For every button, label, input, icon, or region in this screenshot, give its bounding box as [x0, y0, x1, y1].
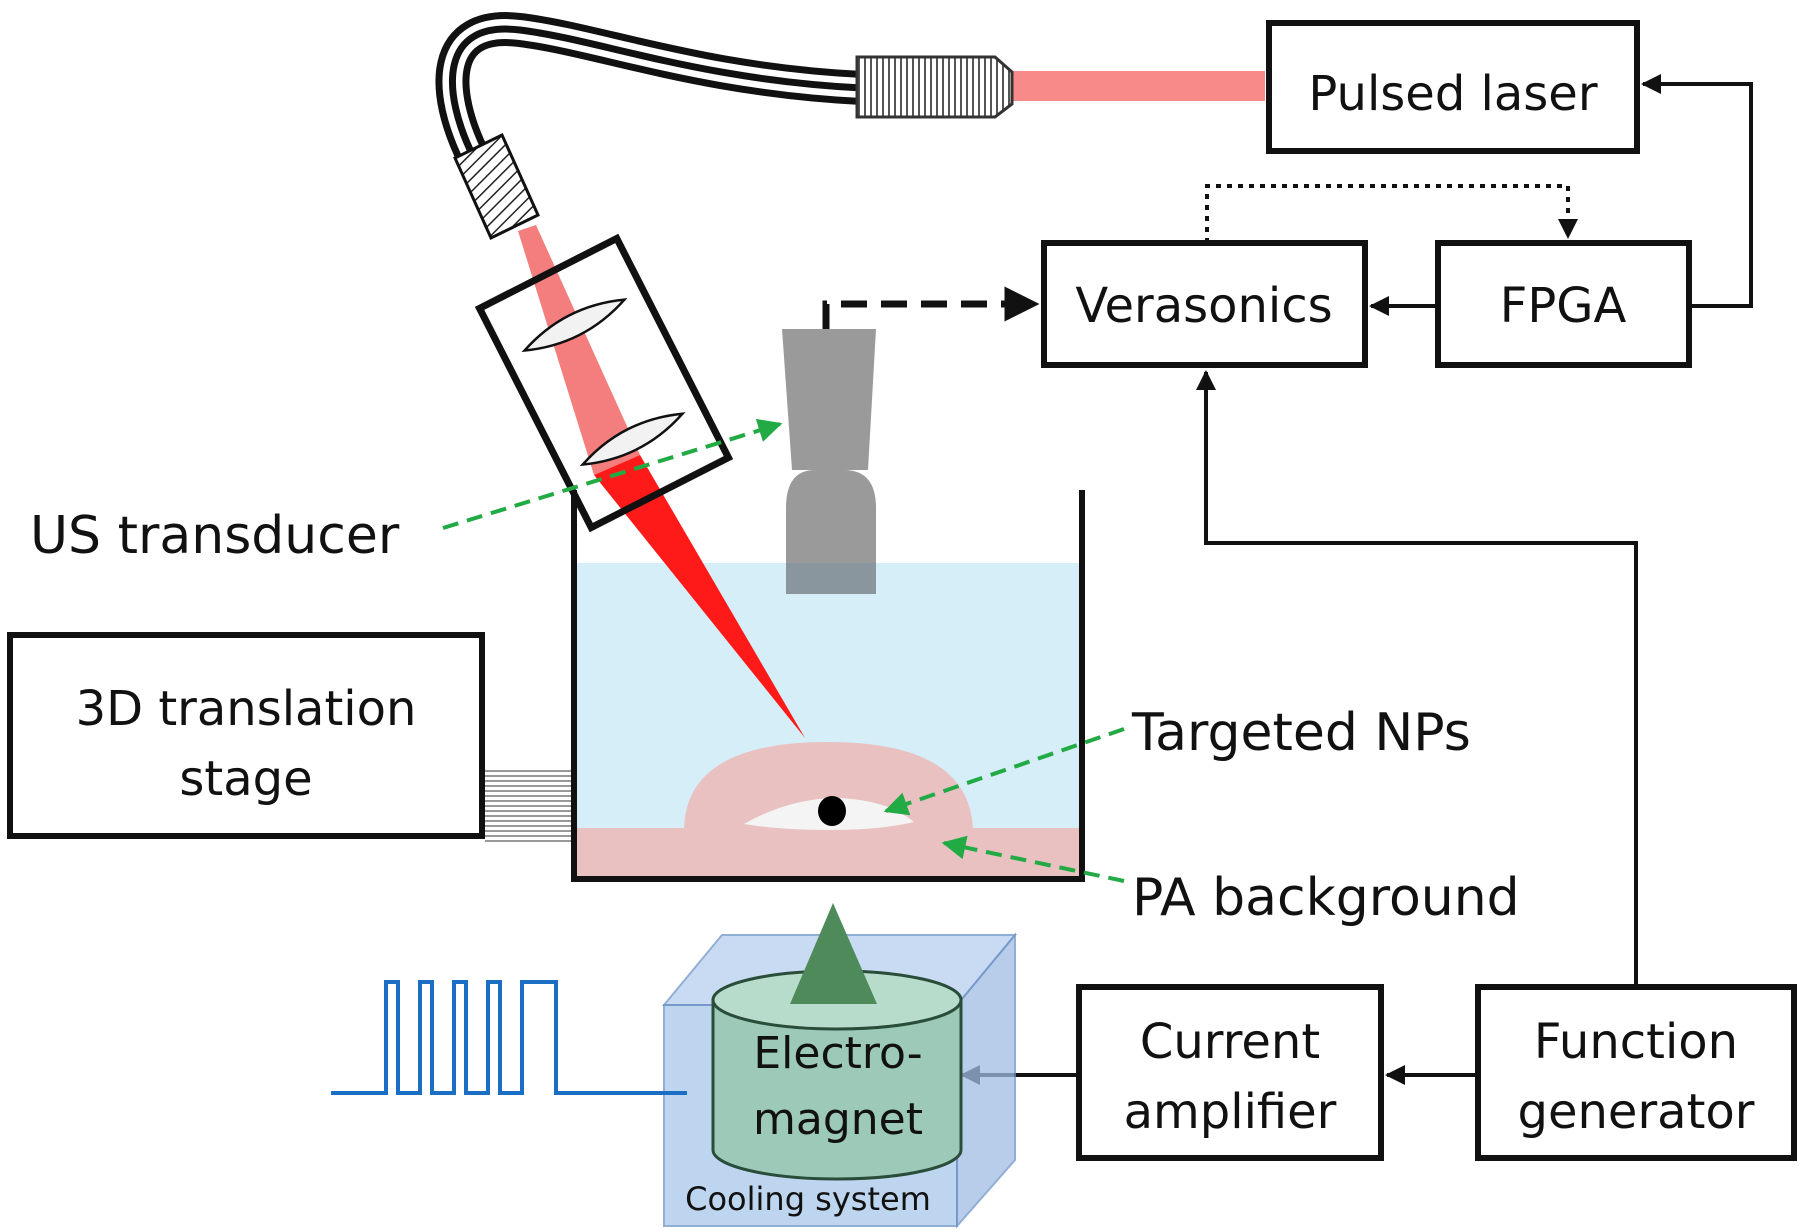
lens-holder	[474, 233, 734, 533]
current-amplifier-box	[1076, 984, 1384, 1161]
electromagnet-label-1: Electro-	[753, 1028, 922, 1079]
targeted-nps-cluster	[818, 796, 846, 826]
translation-stage-label-2: stage	[179, 751, 312, 807]
pa-background-pointer	[941, 835, 1125, 883]
fpga-box	[1435, 240, 1692, 368]
fiber-input-connector	[855, 55, 1014, 119]
us-transducer-label: US transducer	[30, 506, 400, 566]
laser-beam	[518, 225, 640, 475]
us-transducer-pointer	[442, 418, 783, 530]
translation-stage: 3D translation stage	[7, 632, 571, 844]
function-generator-to-verasonics	[1196, 370, 1638, 987]
electromagnet-label-2: magnet	[753, 1094, 923, 1145]
translation-stage-box	[7, 632, 485, 839]
tank-walls	[571, 490, 1085, 882]
lens-top	[521, 298, 628, 353]
fiber-tip-connector	[453, 132, 540, 241]
targeted-nps-pointer	[883, 727, 1125, 816]
pa-background-label: PA background	[1132, 868, 1520, 928]
current-amplifier-label-1: Current	[1140, 1014, 1320, 1070]
cooling-system-label: Cooling system	[685, 1180, 931, 1218]
us-transducer	[782, 329, 876, 594]
stage-connector-rod	[485, 768, 571, 844]
translation-stage-label-1: 3D translation	[76, 681, 417, 737]
verasonics-label: Verasonics	[1075, 278, 1332, 334]
laser-fiber-path	[1009, 71, 1265, 101]
targeted-nps-label: Targeted NPs	[1131, 703, 1471, 763]
fpga-label: FPGA	[1500, 278, 1627, 334]
transducer-submerged-tint	[786, 563, 876, 594]
pulsed-laser-label: Pulsed laser	[1308, 66, 1597, 122]
pa-background-layer	[574, 828, 1082, 876]
function-generator-box	[1475, 984, 1797, 1161]
current-amplifier-label-2: amplifier	[1124, 1084, 1337, 1140]
transducer-to-verasonics-dashed	[822, 286, 1040, 329]
water-tank	[571, 490, 1085, 882]
optical-fiber	[435, 12, 1014, 241]
pulsed-laser-box	[1266, 20, 1640, 154]
function-generator-label-1: Function	[1534, 1014, 1738, 1070]
magnet-cone	[790, 903, 877, 1004]
electromagnet	[711, 903, 963, 1181]
verasonics-fpga-dotted-link	[1205, 184, 1578, 243]
lens-bottom	[579, 412, 686, 467]
laser-focus-beam	[594, 455, 805, 738]
pulse-train-signal	[331, 980, 687, 1095]
function-generator-label-2: generator	[1517, 1084, 1754, 1140]
verasonics-box	[1041, 240, 1368, 368]
fpga-to-laser-trigger	[1641, 74, 1753, 308]
